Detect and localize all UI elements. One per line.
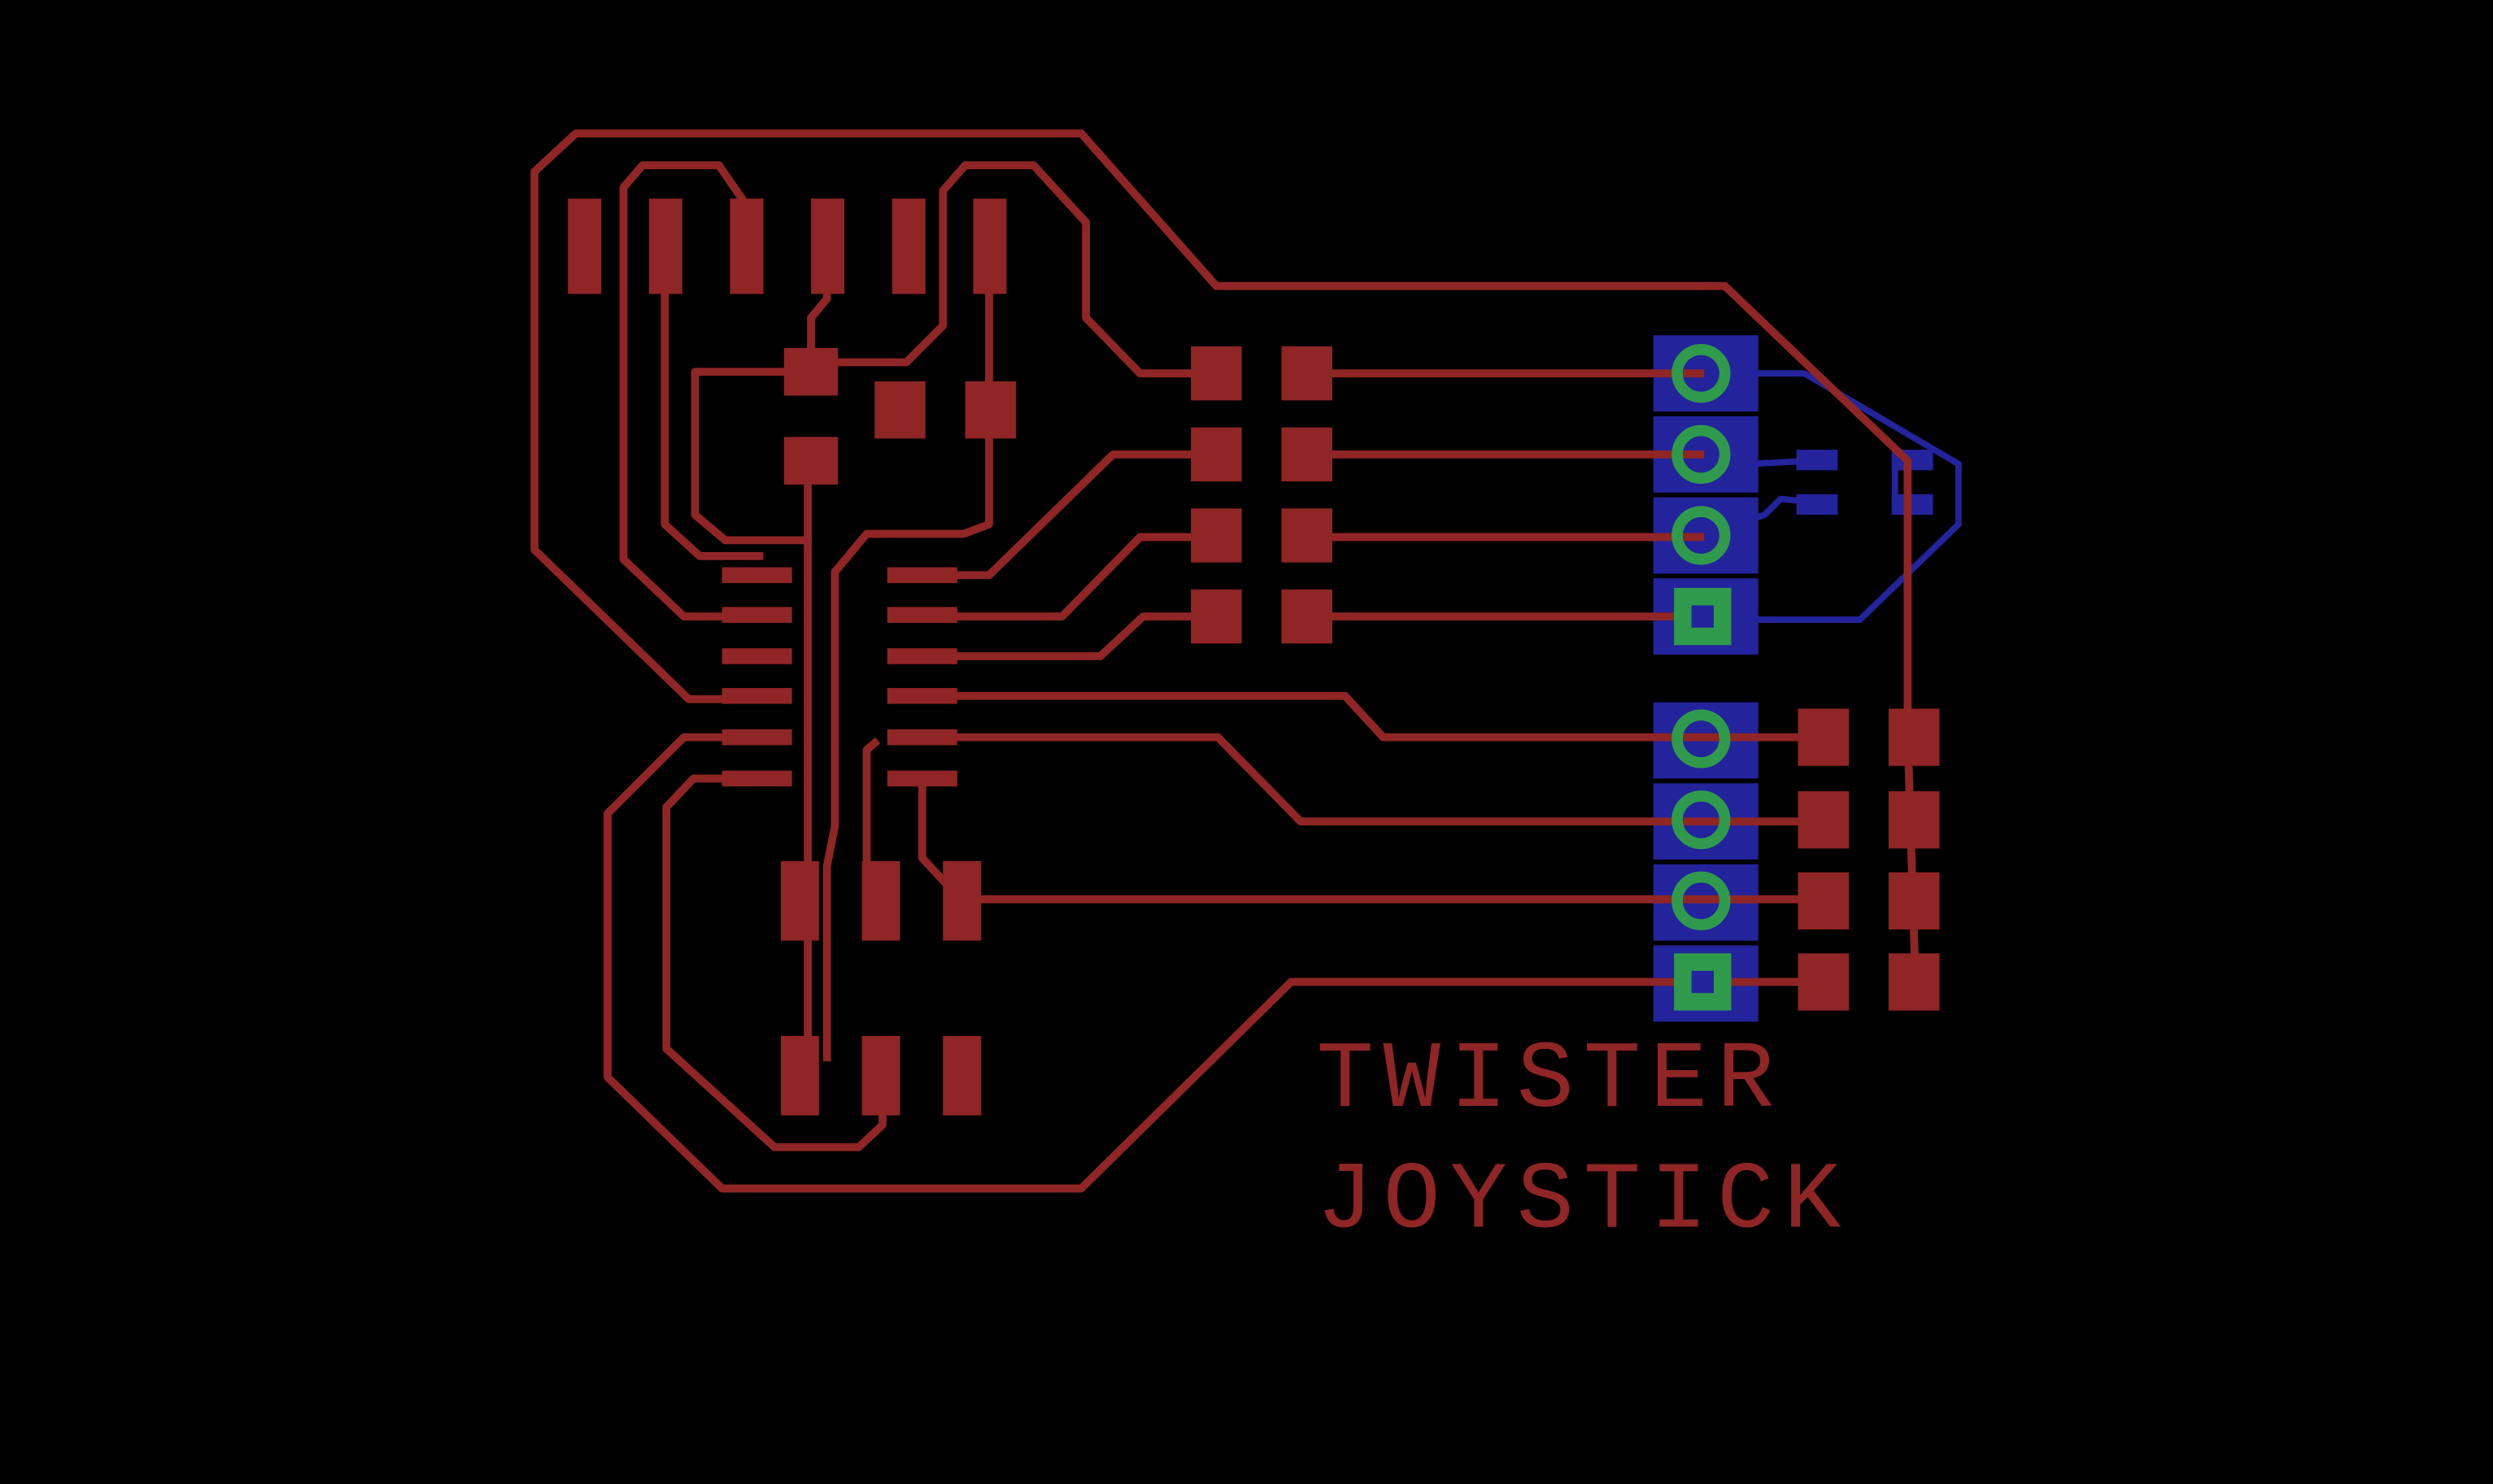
component-pad xyxy=(861,861,900,941)
component-pad xyxy=(861,1035,900,1116)
resistor-pad xyxy=(1281,589,1333,644)
right-pad xyxy=(1888,791,1940,849)
ic-pin xyxy=(721,607,792,623)
outer-loop-trace xyxy=(811,161,1217,378)
component-pad xyxy=(783,437,839,485)
right-pad xyxy=(1888,872,1940,930)
top-pads xyxy=(568,198,1940,1116)
via-ring xyxy=(1671,790,1731,850)
connector-pad xyxy=(891,198,926,294)
bottom-trace xyxy=(1703,451,1813,468)
component-pad xyxy=(874,381,926,439)
resistor-pad xyxy=(1281,427,1333,482)
right-pad xyxy=(1888,708,1940,766)
component-pad xyxy=(780,1035,819,1116)
via-ring xyxy=(1671,344,1731,403)
component-pad xyxy=(965,381,1017,439)
bottom-trace xyxy=(1704,370,1962,623)
via-square-hole xyxy=(1691,970,1714,994)
ic-pin xyxy=(887,607,957,623)
right-pad xyxy=(1798,791,1850,849)
power-trace xyxy=(1216,281,1912,736)
connector-pad xyxy=(973,198,1007,294)
signal-trace xyxy=(922,733,1825,826)
component-pad xyxy=(943,1035,982,1116)
component-pad xyxy=(780,861,819,941)
bottom-trace xyxy=(1702,495,1813,539)
resistor-pad xyxy=(1191,508,1242,563)
right-pad xyxy=(1888,953,1940,1011)
resistor-pad xyxy=(1191,589,1242,644)
via-ring xyxy=(1671,506,1731,565)
signal-trace xyxy=(922,691,1825,742)
ground-trace xyxy=(604,733,1825,1193)
board-label-line2: JOYSTICK xyxy=(1316,1147,1850,1256)
component-pad xyxy=(943,861,982,941)
ic-pin xyxy=(721,770,792,787)
header-vias xyxy=(1671,344,1732,1011)
signal-trace xyxy=(922,612,1217,660)
via-ring xyxy=(1671,871,1731,931)
signal-trace xyxy=(691,368,812,545)
power-trace xyxy=(530,129,1705,703)
signal-trace xyxy=(922,533,1217,621)
signal-trace xyxy=(660,246,764,560)
right-pad xyxy=(1798,953,1850,1011)
connector-pad xyxy=(568,198,602,294)
ic-pin xyxy=(721,688,792,704)
ic-pin xyxy=(887,770,957,787)
ic-pin xyxy=(887,729,957,746)
bottom-smd-pad xyxy=(1796,494,1838,516)
ic-pin xyxy=(721,567,792,584)
via-ring xyxy=(1671,424,1731,484)
ic-pin xyxy=(887,648,957,664)
right-pad xyxy=(1798,872,1850,930)
right-pad xyxy=(1798,708,1850,766)
signal-trace xyxy=(1903,735,1920,986)
via-ring xyxy=(1671,709,1731,768)
resistor-pad xyxy=(1281,508,1333,563)
resistor-pad xyxy=(1281,346,1333,401)
connector-pad xyxy=(730,198,764,294)
ic-pin xyxy=(887,688,957,704)
ic-pin xyxy=(721,648,792,664)
ic-pin xyxy=(721,729,792,746)
signal-trace xyxy=(862,737,881,899)
top-traces xyxy=(530,129,1920,1193)
via-square-hole xyxy=(1691,605,1714,628)
connector-pad xyxy=(648,198,682,294)
component-pad xyxy=(783,347,839,396)
ic-pin xyxy=(887,567,957,584)
board-label-line1: TWISTER xyxy=(1316,1027,1783,1135)
ground-trace xyxy=(662,774,887,1151)
resistor-pad xyxy=(1191,427,1242,482)
resistor-pad xyxy=(1191,346,1242,401)
signal-trace xyxy=(822,413,993,1062)
connector-pad xyxy=(811,198,845,294)
